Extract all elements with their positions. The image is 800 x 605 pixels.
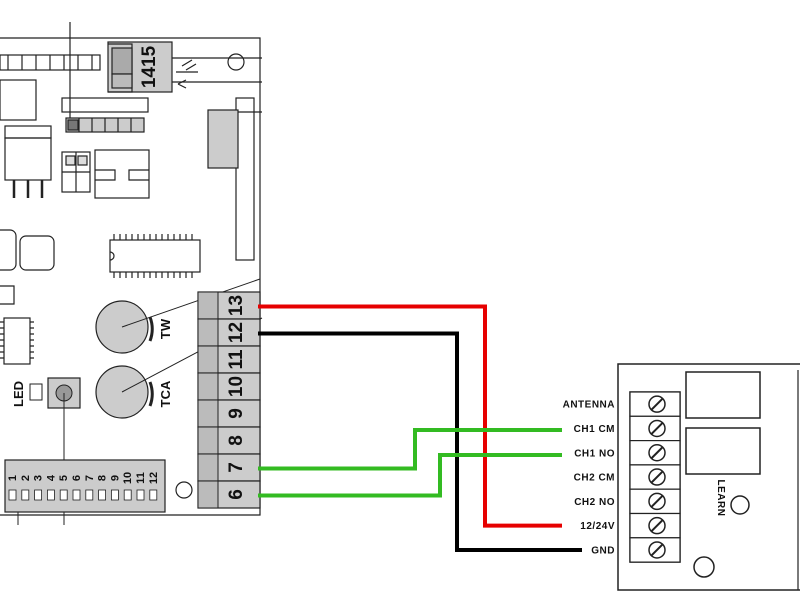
mount-hole-bottom (175, 481, 193, 499)
receiver-label: CH1 NO (574, 448, 615, 459)
dip-switch-10[interactable]: 10 (122, 472, 134, 501)
dip-switch-1[interactable]: 1 (7, 475, 19, 501)
receiver-label: CH1 CM (574, 424, 615, 435)
dip-number: 2 (20, 475, 32, 481)
dip-number: 1 (7, 475, 19, 481)
wire-6-to-ch1-no (258, 453, 562, 498)
dip-number: 5 (58, 475, 70, 481)
dip-number: 11 (135, 472, 147, 484)
dip-switch-11[interactable]: 11 (135, 472, 147, 501)
trimmer-tw-label: TW (158, 318, 173, 339)
capacitor-left (0, 229, 17, 271)
header-bar (61, 97, 149, 113)
fuse-holder (207, 109, 239, 169)
led-indicator (29, 383, 43, 401)
receiver-label: CH2 NO (574, 497, 615, 508)
terminal-number: 8 (226, 435, 247, 446)
dip-switch-4[interactable]: 4 (45, 474, 57, 501)
terminal-number: 7 (226, 462, 247, 473)
dip-number: 9 (109, 475, 121, 481)
dip-number: 8 (97, 475, 109, 481)
terminal-number: 13 (226, 295, 247, 316)
dip-switch-8[interactable]: 8 (97, 475, 109, 501)
dip-switch-7[interactable]: 7 (84, 475, 96, 501)
component-block (0, 79, 37, 121)
wire-13-to-12-24v (258, 304, 562, 528)
receiver-label: GND (591, 545, 615, 556)
dip-number: 10 (122, 472, 134, 484)
small-ic (3, 317, 31, 365)
receiver-terminals (629, 391, 681, 563)
dip-number: 12 (148, 472, 160, 484)
terminal-block: 13 12 11 10 9 8 7 6 (197, 291, 261, 509)
led-label: LED (11, 381, 26, 407)
board-terminal-9[interactable]: 9 (197, 399, 261, 428)
board-terminal-10[interactable]: 10 (197, 372, 261, 401)
receiver-screw-1[interactable] (629, 391, 681, 417)
terminal-number: 6 (226, 489, 247, 500)
trimmer-tw[interactable]: TW (95, 278, 261, 354)
board-outline (0, 37, 261, 516)
terminal-number: 12 (226, 322, 247, 343)
relay-ch2 (685, 427, 761, 475)
dip-number: 6 (71, 475, 83, 481)
dip-switch-12[interactable]: 12 (148, 472, 160, 501)
terminal-number: 11 (226, 349, 247, 370)
board-terminal-13[interactable]: 13 (197, 291, 261, 320)
dip-switch-9[interactable]: 9 (109, 475, 121, 501)
ic-chip (109, 239, 201, 273)
learn-button[interactable] (730, 495, 750, 515)
dip-switch-5[interactable]: 5 (58, 475, 70, 501)
receiver-screw-5[interactable] (629, 488, 681, 515)
regulator-tab (4, 125, 52, 139)
vertical-bar (235, 97, 255, 261)
receiver-screw-7[interactable] (629, 537, 681, 563)
board-terminal-8[interactable]: 8 (197, 426, 261, 455)
trimmer-tca-label: TCA (158, 380, 173, 407)
dip-number: 7 (84, 475, 96, 481)
receiver-label: CH2 CM (574, 473, 615, 484)
board-terminal-7[interactable]: 7 (197, 453, 261, 482)
mount-hole-top (227, 53, 245, 71)
terminal-number: 10 (226, 376, 247, 397)
dip-switch-6[interactable]: 6 (71, 475, 83, 501)
capacitor-small (19, 235, 55, 271)
learn-label: LEARN (715, 480, 726, 517)
regulator-body (4, 137, 52, 181)
receiver-screw-6[interactable] (629, 512, 681, 539)
board-terminal-6[interactable]: 6 (197, 480, 261, 509)
dip-number: 4 (45, 474, 57, 481)
dip-switch-2[interactable]: 2 (20, 475, 32, 501)
mount-hole-receiver (693, 556, 715, 578)
receiver-screw-4[interactable] (629, 464, 681, 490)
wire-12-to-gnd (258, 331, 582, 552)
dip-number: 3 (33, 475, 45, 481)
receiver-label: ANTENNA (563, 400, 615, 411)
terminal-number: 9 (226, 408, 247, 419)
relay-ch1 (685, 371, 761, 419)
receiver-screw-3[interactable] (629, 440, 681, 466)
control-board (0, 22, 262, 516)
receiver-label: 12/24V (580, 521, 615, 532)
relay-block (94, 149, 150, 199)
board-terminal-11[interactable]: 11 (197, 345, 261, 374)
wires (258, 304, 582, 552)
board-terminal-12[interactable]: 12 (197, 318, 261, 347)
receiver-screw-2[interactable] (629, 415, 681, 442)
wire-7-to-ch1-cm (258, 428, 562, 471)
terminal-14-15-label: 1415 (139, 45, 160, 88)
dip-switch-3[interactable]: 3 (33, 475, 45, 501)
receiver-labels: ANTENNA CH1 CM CH1 NO CH2 CM CH2 NO 12/24V GND (563, 400, 615, 557)
